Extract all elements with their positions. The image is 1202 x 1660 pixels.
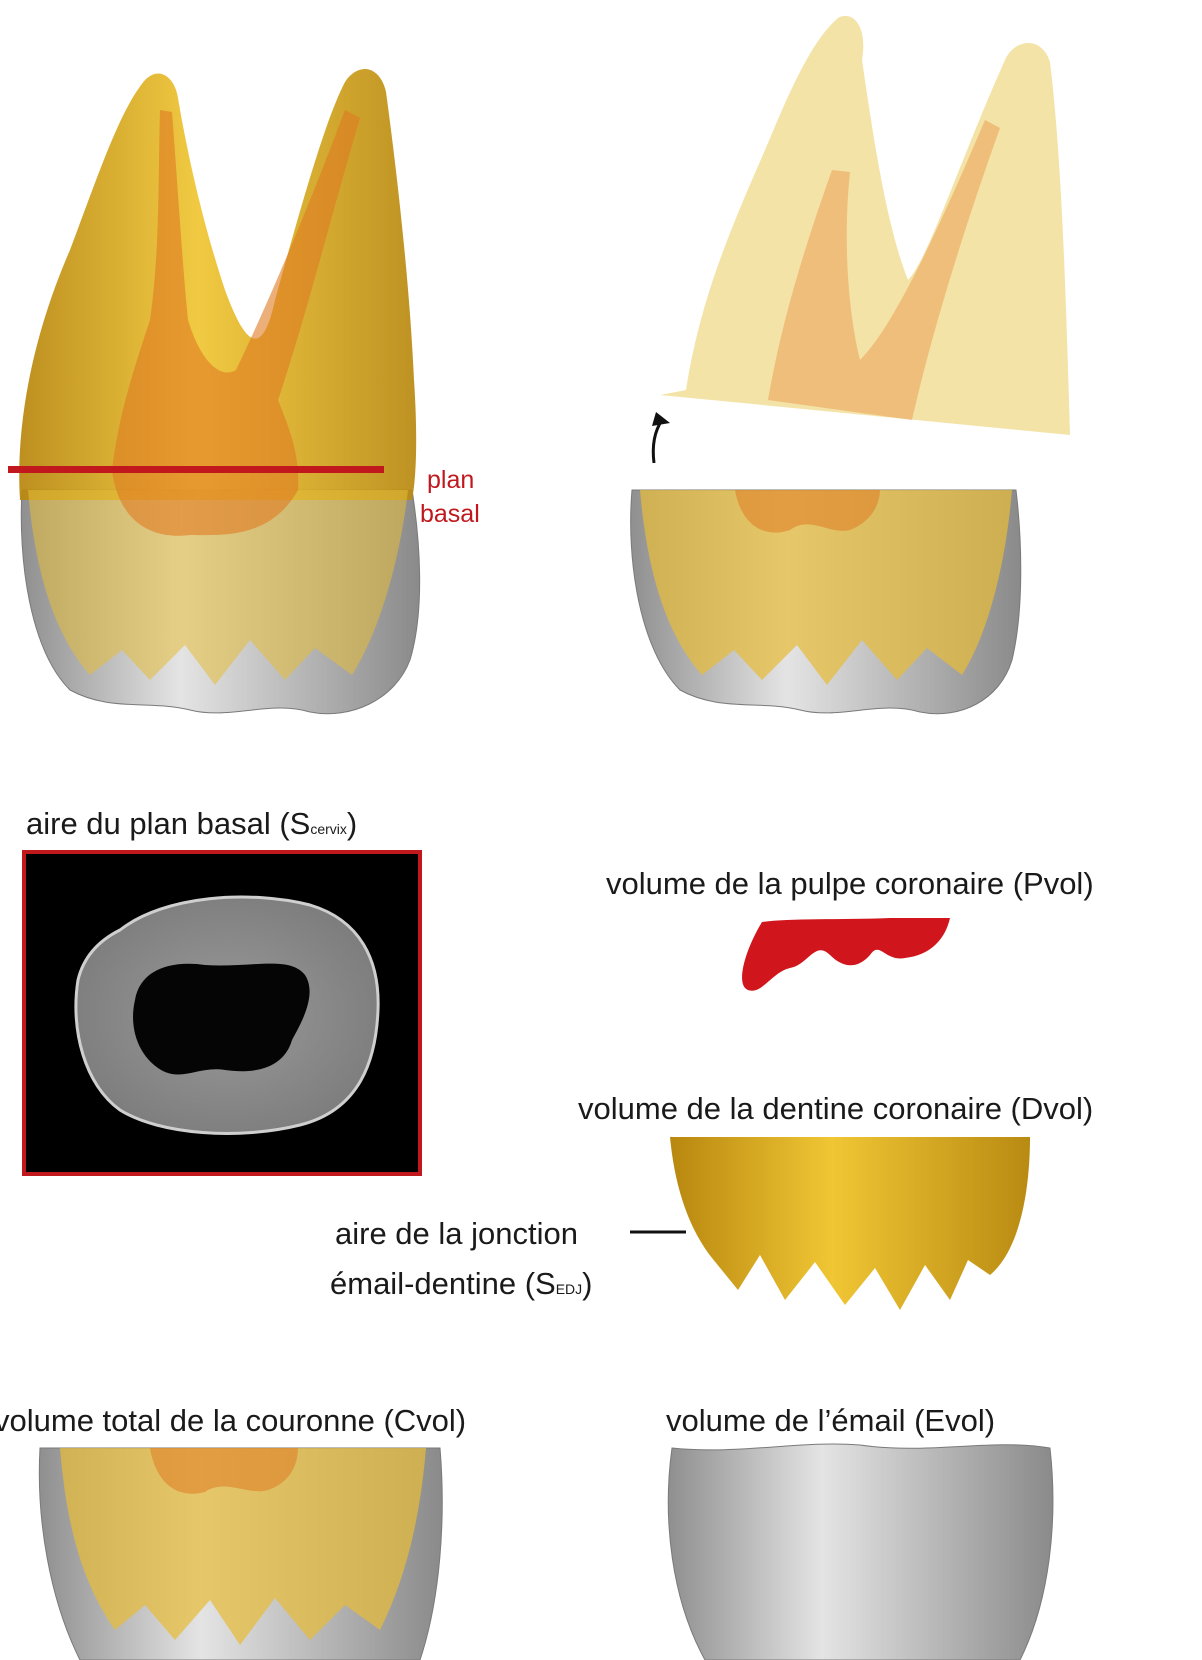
evol-label: volume de l’émail (Evol) — [666, 1405, 995, 1436]
lift-arrowhead — [652, 412, 670, 426]
cvol-label: volume total de la couronne (Cvol) — [0, 1405, 466, 1436]
basal-plane-line — [8, 466, 384, 473]
sedj-label-line1: aire de la jonction — [335, 1218, 578, 1249]
sedj-label-prefix: émail-dentine (S — [330, 1266, 556, 1301]
pulp-volume-shape — [742, 918, 950, 991]
dvol-label: volume de la dentine coronaire (Dvol) — [578, 1093, 1093, 1124]
scervix-label: aire du plan basal (Scervix) — [26, 808, 357, 839]
pvol-label: volume de la pulpe coronaire (Pvol) — [606, 868, 1094, 899]
dentine-volume-shape — [670, 1137, 1030, 1310]
basal-plane-scan — [24, 852, 420, 1174]
basal-plane-label-line2: basal — [420, 502, 480, 527]
enamel-volume-shape — [668, 1444, 1053, 1660]
scervix-label-suffix: ) — [347, 806, 357, 841]
sedj-label-line2: émail-dentine (SEDJ) — [330, 1268, 593, 1299]
lift-arrow — [653, 420, 662, 463]
sedj-label-sub: EDJ — [556, 1281, 582, 1297]
crown-total — [39, 1448, 442, 1660]
sedj-label-suffix: ) — [582, 1266, 592, 1301]
scervix-label-prefix: aire du plan basal (S — [26, 806, 310, 841]
basal-plane-label-line1: plan — [427, 468, 474, 493]
scervix-label-sub: cervix — [310, 821, 347, 837]
tooth-full-with-plane — [8, 69, 420, 714]
tooth-separated — [631, 16, 1070, 714]
